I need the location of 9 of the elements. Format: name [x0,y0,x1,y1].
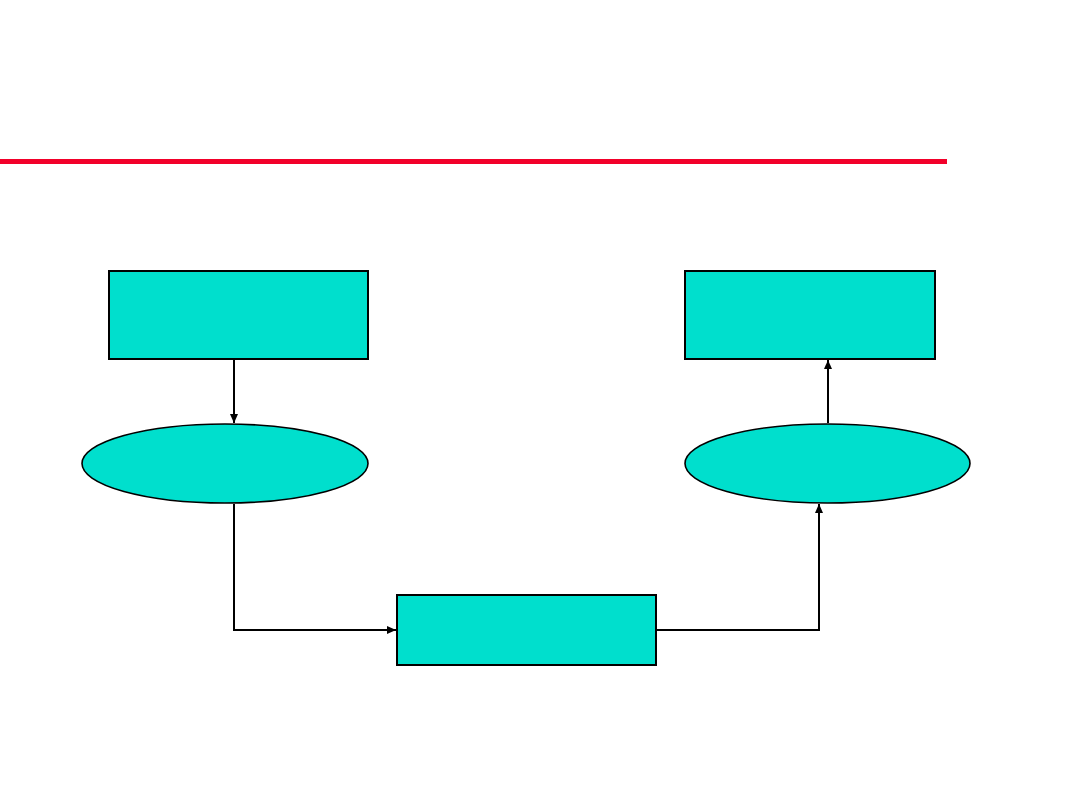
arrow [656,502,823,631]
arrow [233,502,397,634]
process-oval [684,423,971,504]
arrow [824,359,832,424]
process-box [396,594,657,666]
process-box [108,270,369,360]
process-oval [81,423,369,504]
arrow [230,359,238,425]
process-box [684,270,936,360]
